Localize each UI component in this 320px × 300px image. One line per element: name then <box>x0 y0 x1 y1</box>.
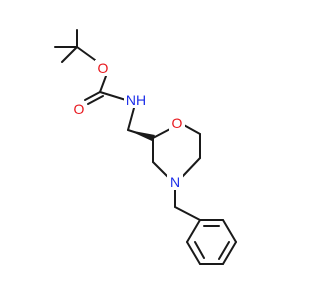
bond-benzylic-ch2-to-ring <box>174 206 201 221</box>
bond-carbonyl-double-a <box>84 91 101 101</box>
bond-ar-3 <box>222 241 237 265</box>
mask-nh <box>124 92 148 108</box>
atom-nh: NH <box>126 92 146 108</box>
structure-diagram: O O NH O N <box>54 29 237 265</box>
bond-ar-inner-c <box>194 241 205 259</box>
bond-c2-to-o1 <box>152 127 173 139</box>
bond-tbu-methyl-lower <box>61 46 78 63</box>
tert-butyl-group <box>54 29 96 63</box>
carbamate-group <box>84 75 135 131</box>
bond-ar-2 <box>222 219 237 243</box>
benzyl-group <box>174 187 237 265</box>
bond-c5-to-n4 <box>181 157 201 178</box>
benzene-ring <box>186 219 237 265</box>
methylene-linker <box>127 129 155 141</box>
molecule-canvas: O O NH O N <box>54 29 237 265</box>
atom-o-ester: O <box>98 60 109 76</box>
bond-tbu-to-oxygen <box>76 46 96 61</box>
morpholine-ring <box>152 123 201 178</box>
bond-ar-6 <box>186 219 201 243</box>
bond-ar-inner-b <box>218 241 230 260</box>
bond-carbonyl-double-b <box>87 95 104 105</box>
mask-n-ring <box>167 174 183 190</box>
atom-o-ring: O <box>172 115 183 131</box>
bond-nh-to-ch2 <box>127 107 135 131</box>
atom-labels: O O NH O N <box>71 60 185 190</box>
stereo-wedge <box>128 130 155 141</box>
bond-carbonyl-to-nh <box>99 91 127 101</box>
mask-o-carbonyl <box>71 101 87 117</box>
mask-o-ring <box>169 115 185 131</box>
bond-n4-to-c3 <box>152 161 169 178</box>
atom-o-carbonyl: O <box>74 101 85 117</box>
atom-n-ring: N <box>170 174 180 190</box>
mask-o-ester <box>95 60 111 76</box>
bond-ar-5 <box>186 241 201 265</box>
bond-oxygen-to-carbonyl-carbon <box>99 75 107 93</box>
